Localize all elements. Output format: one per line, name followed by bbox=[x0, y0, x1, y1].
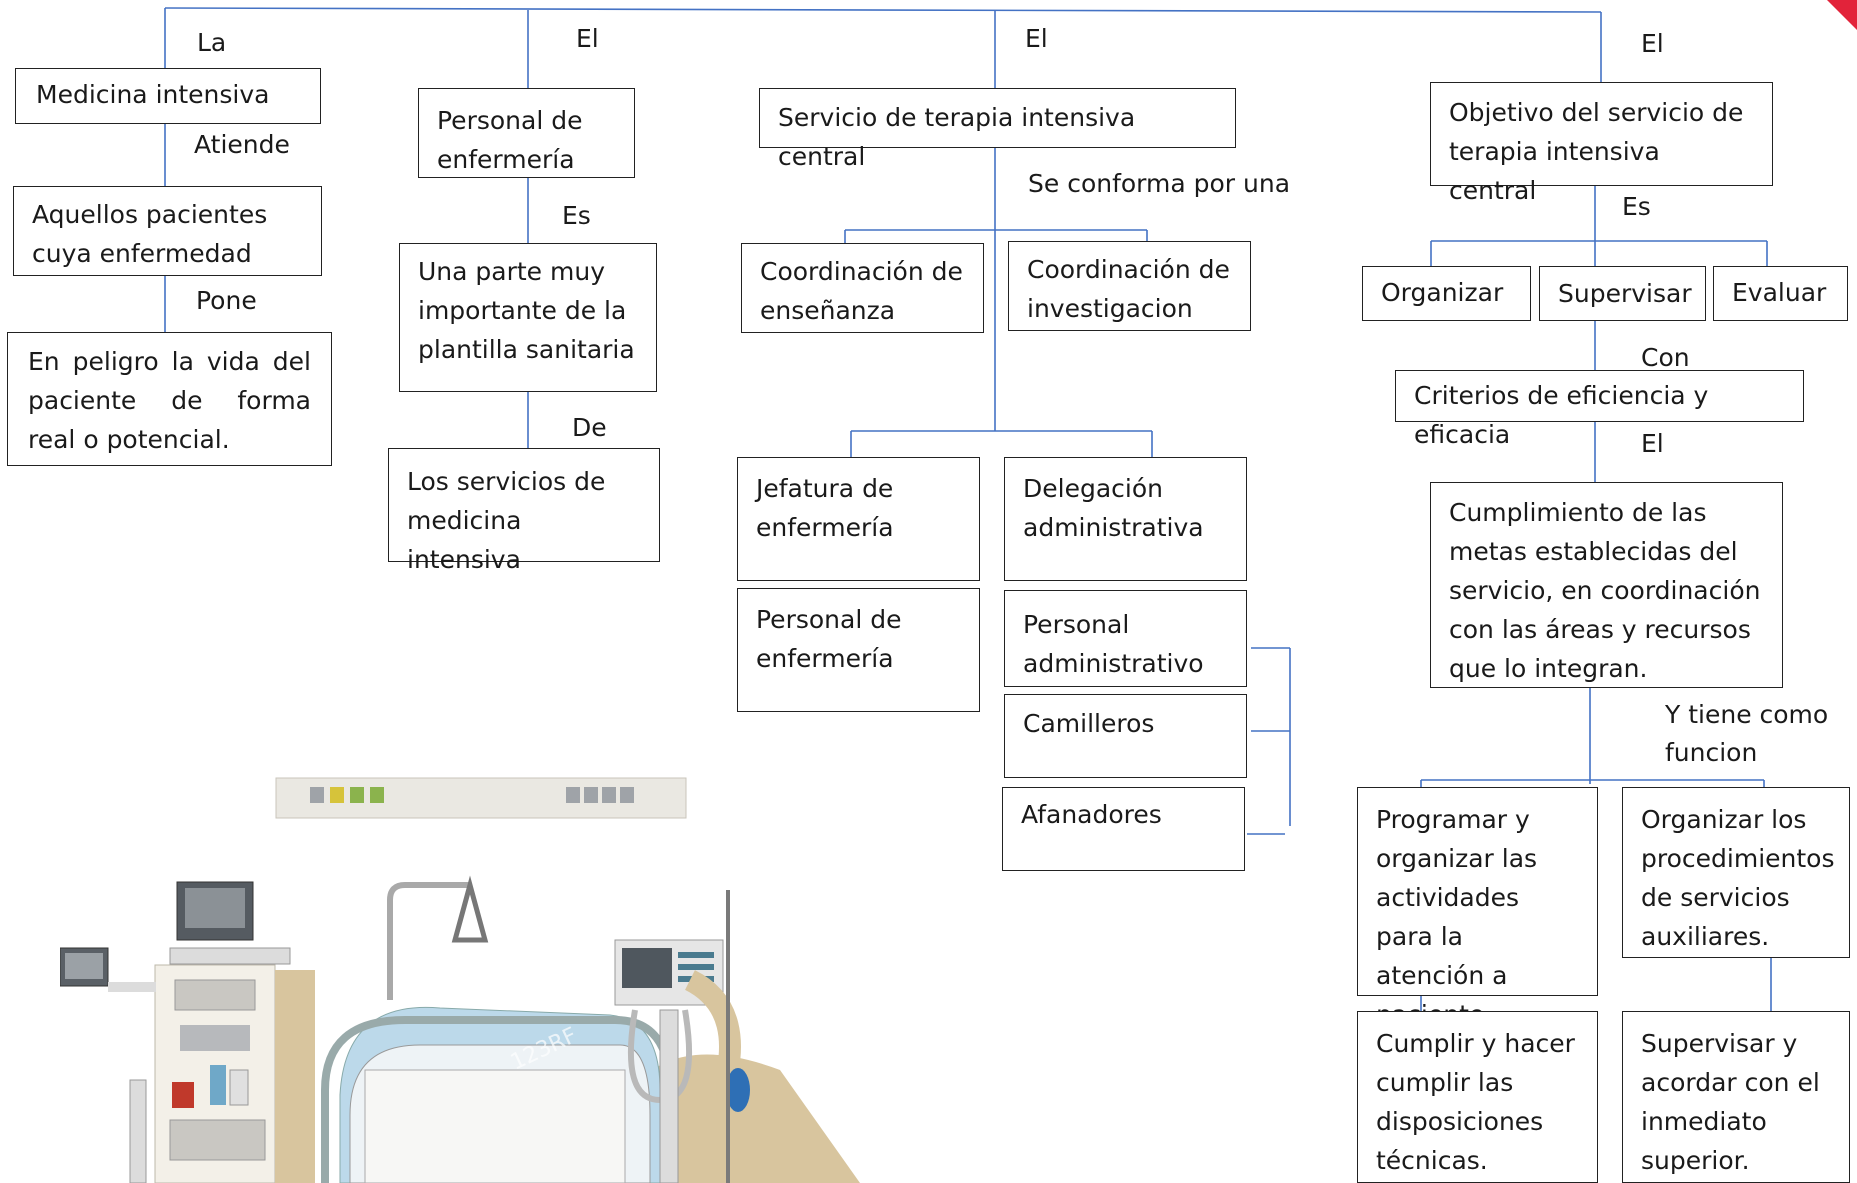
label-el2-col4: El bbox=[1641, 429, 1664, 458]
label-con: Con bbox=[1641, 343, 1690, 372]
box-organizar: Organizar bbox=[1362, 266, 1531, 321]
box-jefatura-enfermeria: Jefatura de enfermería bbox=[737, 457, 980, 581]
box-aquellos-pacientes: Aquellos pacientes cuya enfermedad bbox=[13, 186, 322, 276]
box-medicina-intensiva: Medicina intensiva bbox=[15, 68, 321, 124]
label-de: De bbox=[572, 413, 607, 442]
label-tiene-como-funcion: Y tiene como funcion bbox=[1665, 700, 1829, 767]
box-coordinacion-ensenanza: Coordinación de enseñanza bbox=[741, 243, 984, 333]
box-organizar-procedimientos: Organizar los procedimientos de servicio… bbox=[1622, 787, 1850, 958]
box-delegacion-administrativa: Delegación administrativa bbox=[1004, 457, 1247, 581]
box-servicio-terapia: Servicio de terapia intensiva central bbox=[759, 88, 1236, 171]
box-objetivo-servicio: Objetivo del servicio de terapia intensi… bbox=[1430, 82, 1773, 205]
box-cumplir-disposiciones: Cumplir y hacer cumplir las disposicione… bbox=[1357, 1011, 1598, 1183]
label-el-col4: El bbox=[1641, 29, 1664, 58]
red-corner-decoration bbox=[1827, 0, 1857, 30]
box-personal-enfermeria: Personal de enfermería bbox=[418, 88, 635, 178]
label-atiende: Atiende bbox=[194, 130, 290, 159]
box-una-parte: Una parte muy importante de la plantilla… bbox=[399, 243, 657, 392]
label-es-col4: Es bbox=[1622, 192, 1651, 221]
label-el-col2: El bbox=[576, 24, 599, 53]
box-supervisar-acordar: Supervisar y acordar con el inmediato su… bbox=[1622, 1011, 1850, 1183]
box-programar-organizar: Programar y organizar las actividades pa… bbox=[1357, 787, 1598, 1029]
box-supervisar: Supervisar bbox=[1539, 266, 1706, 321]
box-afanadores: Afanadores bbox=[1002, 787, 1245, 871]
box-en-peligro: En peligro la vida del paciente de forma… bbox=[7, 332, 332, 466]
box-personal-enfermeria-2: Personal de enfermería bbox=[737, 588, 980, 712]
box-servicios-medicina: Los servicios de medicina intensiva bbox=[388, 448, 660, 574]
box-evaluar: Evaluar bbox=[1713, 266, 1848, 321]
box-camilleros: Camilleros bbox=[1004, 694, 1247, 778]
box-criterios-eficiencia: Criterios de eficiencia y eficacia bbox=[1395, 370, 1804, 449]
box-coordinacion-investigacion: Coordinación de investigacion bbox=[1008, 241, 1251, 331]
icu-room-illustration-icon: 123RF bbox=[60, 777, 860, 1183]
label-el-col3: El bbox=[1025, 24, 1048, 53]
box-cumplimiento-metas: Cumplimiento de las metas establecidas d… bbox=[1430, 482, 1783, 688]
label-pone: Pone bbox=[196, 286, 257, 315]
box-personal-administrativo: Personal administrativo bbox=[1004, 590, 1247, 687]
label-es-col2: Es bbox=[562, 201, 591, 230]
label-la: La bbox=[197, 28, 227, 57]
label-se-conforma: Se conforma por una bbox=[1028, 169, 1291, 198]
